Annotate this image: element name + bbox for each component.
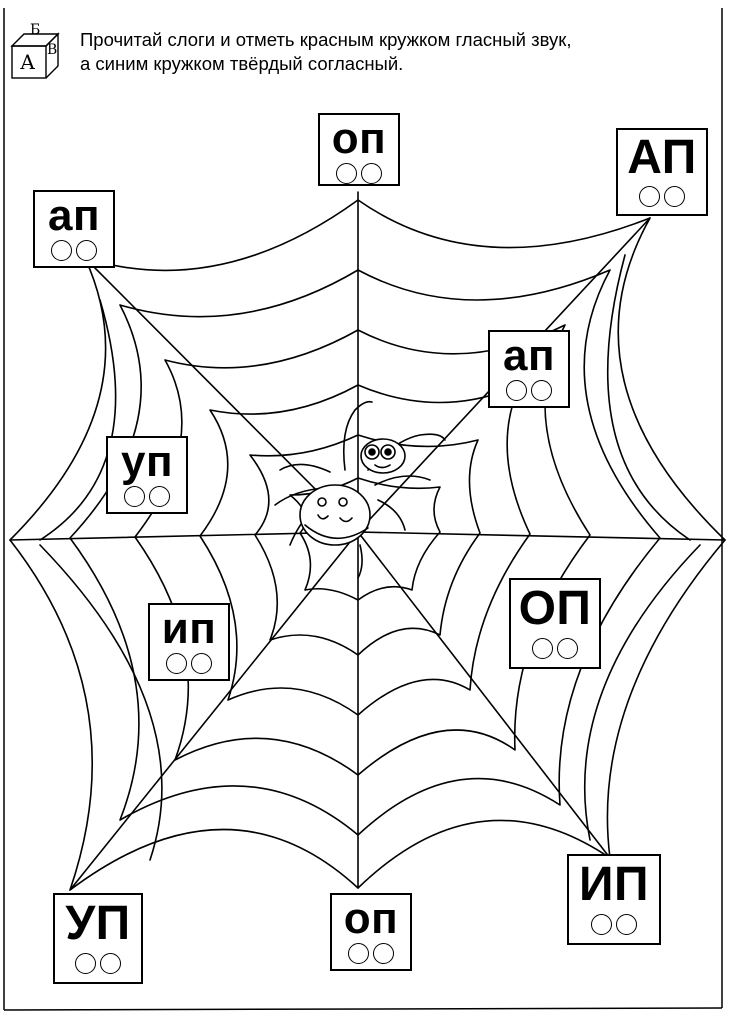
- syllable-card: УП: [53, 893, 143, 984]
- syllable-text: ИП: [579, 858, 649, 911]
- alphabet-cube-icon: Б А В: [10, 22, 70, 80]
- syllable-text: ап: [502, 331, 556, 380]
- consonant-circle[interactable]: [616, 914, 637, 935]
- syllable-card: ОП: [509, 578, 601, 669]
- syllable-card: ИП: [567, 854, 661, 945]
- syllable-card: АП: [616, 128, 708, 216]
- vowel-circle[interactable]: [336, 163, 357, 184]
- syllable-text: ип: [161, 604, 217, 653]
- syllable-text: оп: [343, 894, 399, 943]
- syllable-text: оп: [331, 114, 387, 163]
- consonant-circle[interactable]: [191, 653, 212, 674]
- cube-letter-side: В: [47, 42, 58, 58]
- syllable-text: УП: [65, 897, 131, 950]
- vowel-circle[interactable]: [639, 186, 660, 207]
- instruction-line-1: Прочитай слоги и отметь красным кружком …: [80, 29, 572, 50]
- vowel-circle[interactable]: [591, 914, 612, 935]
- consonant-circle[interactable]: [557, 638, 578, 659]
- syllable-card: ап: [488, 330, 570, 408]
- vowel-circle[interactable]: [348, 943, 369, 964]
- syllable-card: оп: [330, 893, 412, 971]
- vowel-circle[interactable]: [51, 240, 72, 261]
- cube-letter-front: А: [20, 50, 36, 74]
- instruction-text: Прочитай слоги и отметь красным кружком …: [80, 28, 720, 76]
- consonant-circle[interactable]: [361, 163, 382, 184]
- vowel-circle[interactable]: [124, 486, 145, 507]
- syllable-card: ип: [148, 603, 230, 681]
- vowel-circle[interactable]: [532, 638, 553, 659]
- consonant-circle[interactable]: [100, 953, 121, 974]
- instruction-line-2: а синим кружком твёрдый согласный.: [80, 53, 404, 74]
- syllable-text: уп: [120, 437, 174, 486]
- spider: [274, 400, 446, 579]
- vowel-circle[interactable]: [75, 953, 96, 974]
- syllable-text: ап: [47, 191, 101, 240]
- consonant-circle[interactable]: [76, 240, 97, 261]
- vowel-circle[interactable]: [166, 653, 187, 674]
- vowel-circle[interactable]: [506, 380, 527, 401]
- consonant-circle[interactable]: [373, 943, 394, 964]
- spider-web: [9, 191, 726, 891]
- consonant-circle[interactable]: [149, 486, 170, 507]
- syllable-card: уп: [106, 436, 188, 514]
- consonant-circle[interactable]: [531, 380, 552, 401]
- syllable-card: ап: [33, 190, 115, 268]
- syllable-card: оп: [318, 113, 400, 186]
- cube-letter-top: Б: [30, 22, 41, 38]
- consonant-circle[interactable]: [664, 186, 685, 207]
- syllable-text: ОП: [518, 582, 592, 635]
- syllable-text: АП: [627, 131, 697, 184]
